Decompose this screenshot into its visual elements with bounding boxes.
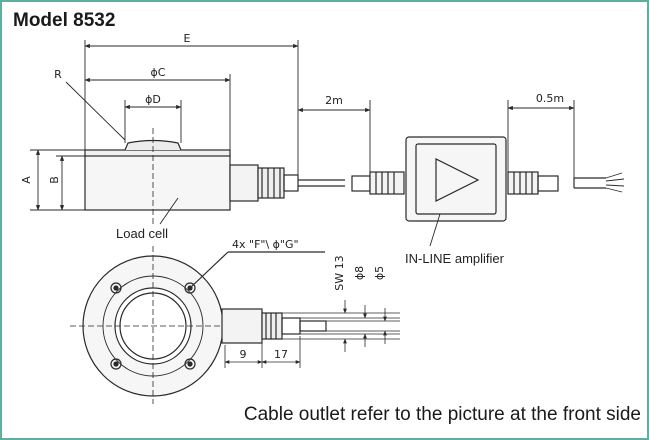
dim-b-label: B [48, 176, 61, 184]
inline-amplifier-drawing [351, 136, 559, 222]
dim-a-label: A [20, 176, 33, 184]
cable-2m [298, 179, 345, 187]
dim-05m-label: 0.5m [536, 92, 564, 105]
dim-e-label: E [184, 32, 191, 45]
load-cell-top-view [70, 246, 327, 404]
cable-05m [573, 172, 625, 193]
dim-d8-label: ϕ8 [353, 266, 366, 280]
holes-label: 4x "F"\ ϕ"G" [232, 238, 299, 251]
top-view-dimensions [224, 300, 400, 368]
diagram-title: Model 8532 [13, 10, 116, 31]
diagram-caption: Cable outlet refer to the picture at the… [243, 404, 641, 425]
dim-9-label: 9 [240, 348, 247, 361]
dim-r-label: R [54, 68, 62, 81]
amplifier-label: IN-LINE amplifier [405, 251, 505, 266]
dim-d5-label: ϕ5 [373, 266, 386, 280]
dim-sw13-label: SW 13 [333, 255, 346, 290]
dim-2m-label: 2m [325, 94, 343, 107]
dim-c-label: ϕC [151, 66, 166, 79]
dim-d-label: ϕD [145, 93, 161, 106]
load-cell-side-view [84, 128, 299, 225]
load-cell-label: Load cell [116, 226, 168, 241]
dim-17-label: 17 [274, 348, 288, 361]
dimension-lines [30, 40, 575, 247]
